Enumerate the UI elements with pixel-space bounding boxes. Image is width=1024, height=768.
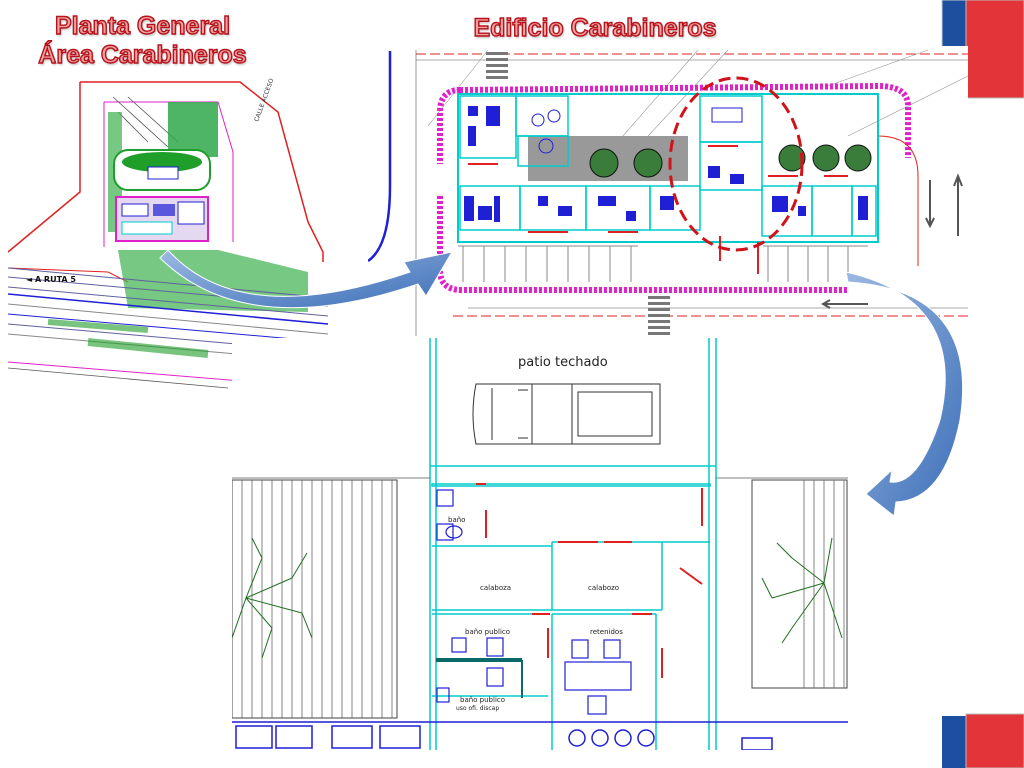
rotated-street-label: CALLE ACCESO	[253, 77, 275, 122]
public-bathroom-label: baño publico	[465, 628, 510, 636]
detained-label: retenidos	[590, 628, 623, 636]
disabled-use-label: uso ofi. discap	[456, 705, 499, 712]
detail-plan-drawing: patio techado	[232, 338, 848, 750]
route-label: ◄ A RUTA 5	[26, 275, 76, 284]
flag-bottom-right	[940, 712, 1024, 768]
site-plan-title: Planta General Área Carabineros	[38, 11, 248, 69]
bathroom-label: baño	[448, 516, 465, 524]
flag-top-right	[940, 0, 1024, 100]
cell-2-label: calabozo	[588, 584, 619, 592]
public-bathroom-2-label: baño publico	[460, 696, 505, 704]
covered-patio-label: patio techado	[518, 355, 608, 370]
building-plan-drawing	[368, 46, 968, 346]
cell-1-label: calaboza	[480, 584, 511, 592]
truck-drawing	[472, 383, 661, 445]
building-title: Edificio Carabineros	[473, 13, 718, 42]
